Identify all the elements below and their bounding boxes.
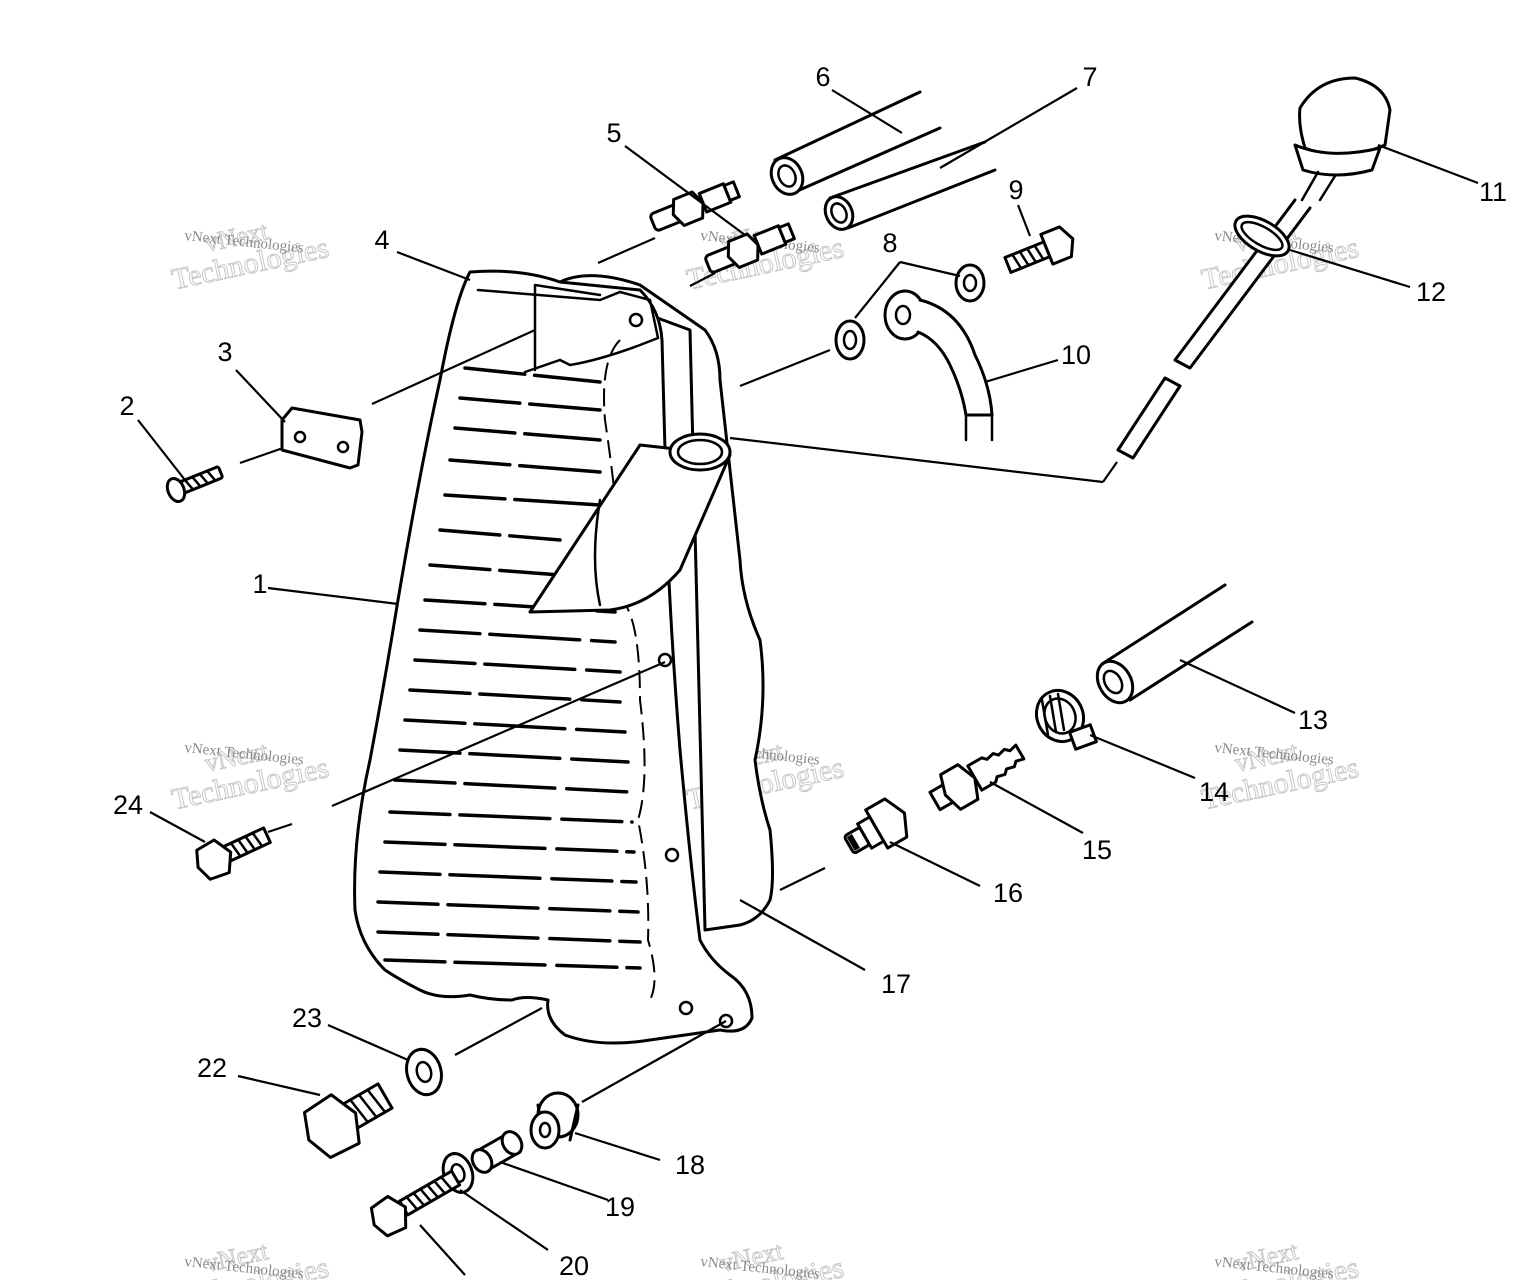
callout-9: 9 xyxy=(1008,175,1023,205)
callout-10: 10 xyxy=(1061,340,1091,370)
part-14-hose-clamp xyxy=(1034,689,1098,751)
part-12-o-ring xyxy=(1233,214,1291,258)
part-15-barbed-fitting xyxy=(928,743,1026,812)
callout-11: 11 xyxy=(1479,177,1507,207)
part-7-hose xyxy=(823,140,997,231)
part-5-fitting-lower xyxy=(704,222,796,274)
callout-14: 14 xyxy=(1199,777,1229,807)
callout-17: 17 xyxy=(881,969,911,999)
part-18-grommet xyxy=(529,1091,580,1150)
tank-lower-mount-hole xyxy=(664,847,680,863)
part-2-screw xyxy=(165,465,224,504)
tank-top-frame xyxy=(476,288,660,374)
callout-19: 19 xyxy=(605,1192,635,1222)
part-23-washer xyxy=(405,1047,443,1097)
callout-15: 15 xyxy=(1082,835,1112,865)
tank-inner-edge xyxy=(603,339,656,1001)
bolt-lower xyxy=(369,1169,462,1238)
part-22-drain-plug xyxy=(302,1082,394,1160)
part-3-plate xyxy=(280,406,364,470)
tank-top-mount-hole xyxy=(628,312,644,328)
part-8-washers xyxy=(834,263,986,361)
callout-16: 16 xyxy=(993,878,1023,908)
callout-numbers: 1 2 3 4 5 6 7 8 9 10 11 12 13 14 15 16 1… xyxy=(113,62,1507,1280)
part-9-bolt xyxy=(1003,225,1075,274)
part-19-spacer xyxy=(470,1130,524,1174)
part-13-hose xyxy=(1095,583,1254,705)
tank-filler-neck xyxy=(528,432,732,614)
callout-4: 4 xyxy=(374,225,389,255)
oil-tank xyxy=(353,269,774,1045)
part-10-banjo-fitting xyxy=(883,289,994,442)
callout-23: 23 xyxy=(292,1003,322,1033)
callout-1: 1 xyxy=(252,569,267,599)
callout-6: 6 xyxy=(815,62,830,92)
callout-3: 3 xyxy=(217,337,232,367)
callout-12: 12 xyxy=(1416,277,1446,307)
callout-22: 22 xyxy=(197,1053,227,1083)
part-6-hose xyxy=(769,90,942,196)
watermark-4: vNext Technologies xyxy=(168,736,332,817)
callout-24: 24 xyxy=(113,790,143,820)
callout-20: 20 xyxy=(559,1251,589,1280)
leader-lines xyxy=(137,87,1479,1276)
tank-bottom-mount-hole xyxy=(678,1000,694,1016)
callout-8: 8 xyxy=(882,228,897,258)
callout-13: 13 xyxy=(1298,705,1328,735)
part-16-sensor xyxy=(843,797,909,855)
part-24-bolt xyxy=(195,826,272,881)
callout-18: 18 xyxy=(675,1150,705,1180)
callout-7: 7 xyxy=(1082,62,1097,92)
callout-2: 2 xyxy=(119,391,134,421)
callout-5: 5 xyxy=(606,118,621,148)
